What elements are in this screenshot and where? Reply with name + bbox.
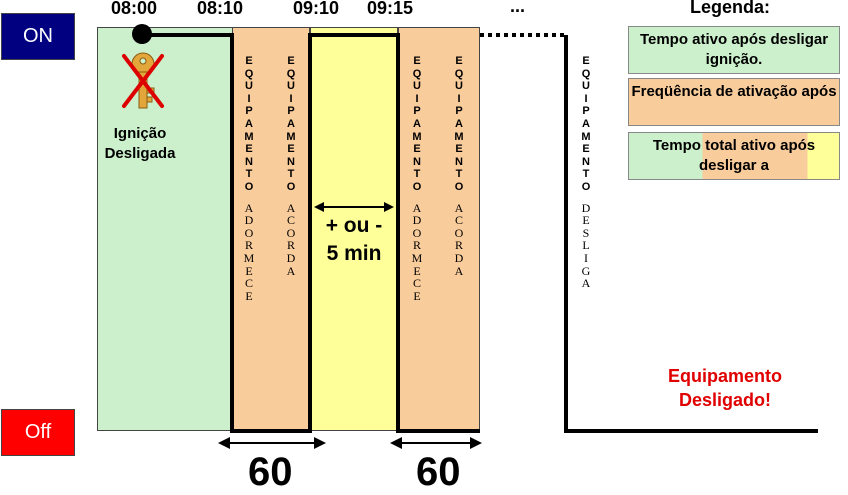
ignition-label-line1: Ignição <box>113 125 167 142</box>
interval-label-line2: 5 min <box>326 242 382 265</box>
legend-item-text: Tempo ativo após desligar ignição. <box>639 31 829 68</box>
dimension-value: 60 <box>416 450 461 494</box>
time-label: 09:10 <box>293 0 340 18</box>
legend-item-active-time: Tempo ativo após desligar ignição. <box>628 26 840 74</box>
time-label: 08:00 <box>111 0 158 18</box>
status-text-line1: Equipamento <box>667 366 782 386</box>
ignition-off-region <box>97 27 233 431</box>
legend-title: Legenda: <box>690 0 771 17</box>
legend-item-frequency: Freqüência de ativação após <box>628 78 840 126</box>
legend-item-total-time: Tempo total ativo após desligar a <box>628 132 840 180</box>
ignition-label: Ignição Desligada <box>99 124 181 164</box>
on-state-box: ON <box>1 13 75 60</box>
time-label: ... <box>510 0 526 16</box>
status-text: Equipamento Desligado! <box>640 364 810 412</box>
ignition-label-line2: Desligada <box>104 145 176 162</box>
time-label: 08:10 <box>197 0 244 18</box>
time-label: 09:15 <box>367 0 414 18</box>
key-icon <box>122 52 164 109</box>
dimension-value: 60 <box>248 450 293 494</box>
off-label: Off <box>24 421 52 443</box>
off-state-box: Off <box>1 409 75 456</box>
interval-label-line1: + ou - <box>325 214 383 237</box>
legend-item-text: Freqüência de ativação após <box>631 83 837 100</box>
interval-label: + ou - 5 min <box>312 212 396 268</box>
on-label: ON <box>23 25 53 47</box>
status-text-line2: Desligado! <box>678 390 771 410</box>
legend-item-text: Tempo total ativo após desligar a <box>652 137 816 174</box>
